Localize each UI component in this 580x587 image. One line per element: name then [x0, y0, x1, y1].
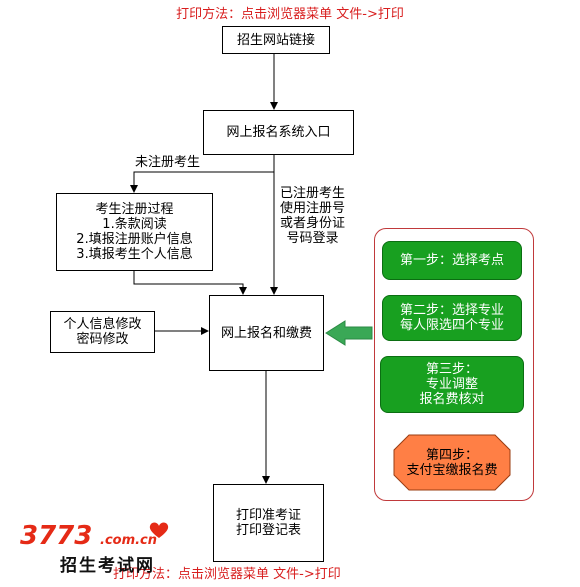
node-signup-system-entry: 网上报名系统入口	[203, 110, 354, 155]
step3-line-2: 专业调整	[425, 377, 478, 392]
edge-register-signup	[133, 271, 247, 295]
register-title: 考生注册过程	[95, 202, 174, 217]
node-signup-and-pay: 网上报名和缴费	[209, 295, 324, 371]
node-print: 打印准考证 打印登记表	[213, 484, 324, 562]
step-2-choose-major: 第二步：选择专业 每人限选四个专业	[382, 295, 522, 341]
step4-line-1: 第四步：	[425, 447, 478, 463]
info-modify-line-1: 个人信息修改	[63, 317, 142, 332]
registered-line-4: 号码登录	[286, 231, 339, 246]
heart-icon	[149, 522, 169, 538]
register-step-1: 1.条款阅读	[102, 217, 167, 232]
logo-domain: .com.cn	[100, 533, 158, 548]
step-1-choose-site: 第一步：选择考点	[382, 241, 522, 280]
octagon-shape	[393, 434, 511, 491]
print-instruction-bottom: 打印方法：点击浏览器菜单 文件->打印	[113, 567, 341, 582]
node-register-process: 考生注册过程 1.条款阅读 2.填报注册账户信息 3.填报考生个人信息	[56, 193, 213, 271]
registered-line-3: 或者身份证	[280, 216, 346, 231]
step2-line-2: 每人限选四个专业	[399, 318, 504, 333]
step-3-adjust-verify: 第三步： 专业调整 报名费核对	[380, 356, 524, 413]
step3-line-1: 第三步：	[425, 362, 478, 377]
info-modify-line-2: 密码修改	[76, 332, 129, 347]
node-info-modify: 个人信息修改 密码修改	[50, 311, 155, 353]
print-line-2: 打印登记表	[235, 523, 301, 538]
green-arrow-icon	[325, 320, 373, 346]
print-line-1: 打印准考证	[235, 508, 301, 523]
register-step-3: 3.填报考生个人信息	[76, 247, 193, 262]
registered-line-2: 使用注册号	[280, 201, 346, 216]
signup-pay-label: 网上报名和缴费	[220, 325, 312, 341]
print-instruction-top: 打印方法：点击浏览器菜单 文件->打印	[176, 7, 404, 22]
register-step-2: 2.填报注册账户信息	[76, 232, 193, 247]
logo-chinese: 招生考试网	[60, 556, 155, 576]
node-link-label: 招生网站链接	[236, 32, 315, 48]
edge-label-registered: 已注册考生 使用注册号 或者身份证 号码登录	[280, 186, 345, 246]
registered-line-1: 已注册考生	[280, 186, 346, 201]
edge-label-unregistered: 未注册考生	[135, 155, 201, 170]
site-logo: 3773 .com.cn 招生考试网	[20, 521, 170, 576]
edge-entry-register	[130, 155, 275, 193]
node-entry-label: 网上报名系统入口	[226, 125, 331, 140]
step3-line-3: 报名费核对	[419, 392, 485, 407]
step-4-alipay: 第四步： 支付宝缴报名费	[393, 434, 511, 491]
logo-number: 3773	[20, 521, 93, 551]
step4-line-2: 支付宝缴报名费	[406, 462, 498, 478]
step2-line-1: 第二步：选择专业	[399, 303, 504, 318]
node-recruit-site-link: 招生网站链接	[222, 26, 330, 54]
step1-label: 第一步：选择考点	[399, 253, 504, 268]
